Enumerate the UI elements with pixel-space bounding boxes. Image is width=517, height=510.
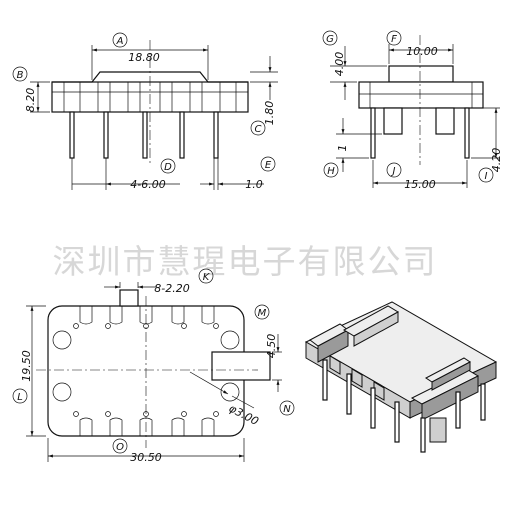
- svg-text:F: F: [391, 34, 397, 45]
- dim-a-text: 18.80: [128, 51, 160, 64]
- dim-i-text: 4.20: [490, 148, 503, 173]
- side-standoff-right: [435, 107, 455, 135]
- dim-o-text: 30.50: [130, 451, 162, 464]
- dim-k-text: 8-2.20: [154, 282, 189, 295]
- top-view: 8-2.20 K 19.50 L 4.50 M φ3.00 N 30.50 O: [12, 268, 295, 464]
- side-pin-left: [370, 107, 376, 159]
- callout-b: [12, 66, 28, 82]
- svg-text:M: M: [258, 308, 267, 319]
- dim-j-text: 15.00: [404, 178, 436, 191]
- iso-notches: [329, 355, 385, 401]
- dim-l-text: 19.50: [20, 350, 33, 382]
- top-boss-br: [220, 382, 240, 402]
- dim-h-text: 1: [336, 145, 349, 152]
- top-pin-holes: [73, 323, 219, 417]
- callout-i: [478, 167, 494, 183]
- dim-e-text: 1.0: [245, 178, 263, 191]
- callout-k: [198, 268, 214, 284]
- top-boss-bl: [52, 382, 72, 402]
- svg-text:A: A: [116, 36, 124, 47]
- dim-g-text: 4.00: [333, 52, 346, 77]
- front-slot-lines: [63, 82, 237, 112]
- svg-text:C: C: [255, 124, 262, 135]
- callout-g: [322, 30, 338, 46]
- callout-c: [250, 120, 266, 136]
- side-top-block: [388, 65, 454, 83]
- side-pin-right: [464, 107, 470, 159]
- svg-text:N: N: [283, 404, 291, 415]
- iso-pins: [322, 359, 486, 453]
- isometric-view: [304, 301, 498, 453]
- callout-e: [260, 156, 276, 172]
- dim-m-text: 4.50: [265, 334, 278, 359]
- top-boss-tr: [220, 330, 240, 350]
- svg-text:E: E: [265, 160, 272, 171]
- dim-c-text: 1.80: [263, 101, 276, 126]
- svg-text:G: G: [326, 34, 334, 45]
- callout-h: [323, 162, 339, 178]
- front-view: 18.80 A 8.20 B 1.80 C 4-6.00 D 1.0 E: [12, 32, 278, 191]
- svg-text:J: J: [391, 166, 396, 177]
- svg-text:B: B: [17, 70, 24, 81]
- side-view: 10.00 F 4.00 G 1 H 4.20 I 15.00 J: [322, 30, 503, 191]
- svg-text:O: O: [116, 442, 124, 453]
- side-body: [358, 81, 484, 109]
- svg-text:H: H: [327, 166, 335, 177]
- side-standoff-left: [383, 107, 403, 135]
- watermark-text: 深圳市慧瑆电子有限公司: [53, 242, 438, 281]
- dim-d-text: 4-6.00: [130, 178, 165, 191]
- svg-text:L: L: [17, 392, 23, 403]
- dim-f-text: 10.00: [406, 45, 438, 58]
- svg-text:I: I: [485, 171, 488, 182]
- dim-n-leader: [189, 371, 229, 395]
- dim-b-text: 8.20: [24, 88, 37, 113]
- callout-n: [279, 400, 295, 416]
- callout-l: [12, 388, 28, 404]
- front-pins: [69, 111, 219, 159]
- callout-a: [112, 32, 128, 48]
- callout-f: [386, 30, 402, 46]
- top-upper-tab: [119, 289, 139, 307]
- iso-standoff: [429, 417, 447, 443]
- svg-text:D: D: [164, 162, 172, 173]
- callout-m: [254, 304, 270, 320]
- top-side-tab: [211, 351, 271, 381]
- callout-o: [112, 438, 128, 454]
- callout-d: [160, 158, 176, 174]
- callout-j: [386, 162, 402, 178]
- top-boss-tl: [52, 330, 72, 350]
- svg-text:K: K: [203, 272, 211, 283]
